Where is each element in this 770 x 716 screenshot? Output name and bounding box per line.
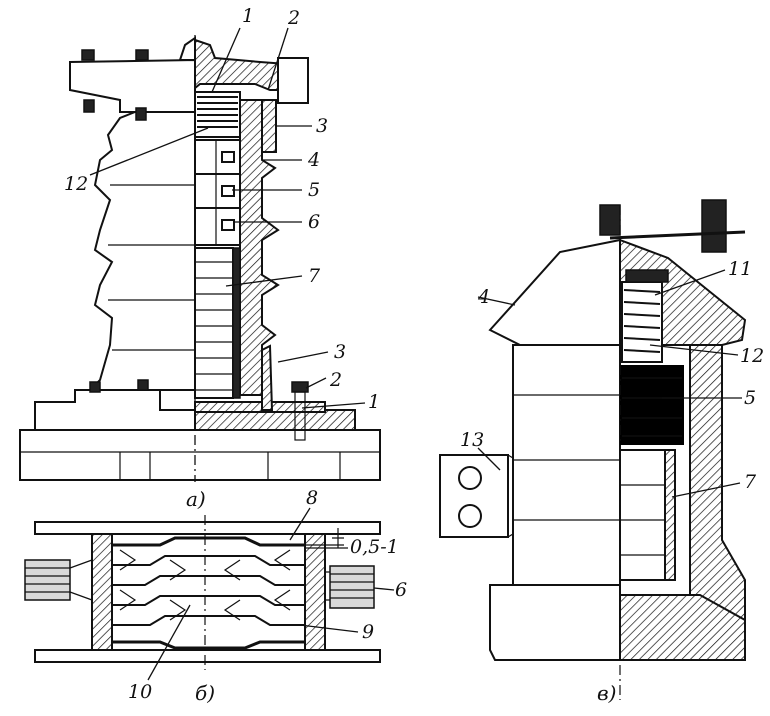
callout-v-11: 11 <box>728 258 752 280</box>
callout-a-5: 5 <box>308 179 320 201</box>
bottom-electrode <box>34 649 381 663</box>
valve-discs-v <box>619 449 666 581</box>
callout-a-12: 12 <box>64 173 88 195</box>
caption-a: а) <box>186 487 206 511</box>
callout-b-8: 8 <box>306 487 318 509</box>
callout-v-5: 5 <box>744 387 756 409</box>
resistor-left <box>24 559 71 601</box>
valve-discs <box>194 247 241 399</box>
resistor-right <box>329 565 375 609</box>
panel-b: 8 0,5-1 6 9 10 б) <box>24 487 407 705</box>
spark-gap-v <box>620 365 684 445</box>
callout-a-1b: 1 <box>368 391 380 413</box>
callout-a-3b: 3 <box>334 341 346 363</box>
callout-b-10: 10 <box>128 681 152 703</box>
callout-a-1: 1 <box>242 5 254 27</box>
gap-electrodes <box>112 536 305 650</box>
callout-b-6: 6 <box>395 579 407 601</box>
caption-v: в) <box>597 681 616 705</box>
spark-gaps <box>194 139 241 246</box>
callout-v-7: 7 <box>744 471 757 493</box>
top-electrode <box>34 521 381 535</box>
base-plate <box>19 429 381 481</box>
callout-a-2: 2 <box>287 7 300 29</box>
callout-b-gap: 0,5-1 <box>350 536 399 558</box>
callout-a-6: 6 <box>308 211 320 233</box>
callout-b-9: 9 <box>362 621 374 643</box>
porcelain-body <box>512 344 621 586</box>
callout-a-7: 7 <box>308 265 321 287</box>
callout-a-3: 3 <box>316 115 328 137</box>
caption-b: б) <box>195 681 215 705</box>
lower-flange <box>34 389 196 431</box>
callout-v-4: 4 <box>477 286 490 308</box>
porcelain-housing <box>87 111 196 391</box>
cap-shed <box>488 238 621 346</box>
panel-v: 4 11 12 5 13 7 в) <box>439 199 764 705</box>
callout-v-13: 13 <box>460 429 484 451</box>
callout-a-2b: 2 <box>329 369 342 391</box>
callout-v-12: 12 <box>740 345 764 367</box>
panel-a: 1 2 3 4 5 6 7 3 2 1 12 а) <box>19 5 381 511</box>
callout-a-4: 4 <box>307 149 320 171</box>
